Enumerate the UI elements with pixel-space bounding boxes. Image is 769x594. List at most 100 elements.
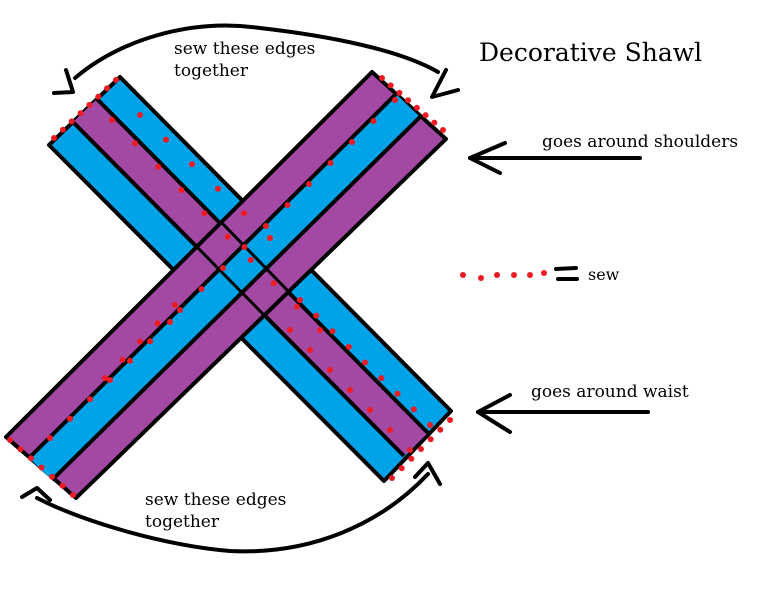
shoulders-label: goes around shoulders <box>542 132 739 152</box>
legend-sew-label: sew <box>588 265 620 284</box>
stitch-dot <box>293 303 300 310</box>
stitch-dot <box>437 426 444 433</box>
stitch-dot <box>392 97 398 103</box>
stitch-dot <box>418 446 424 452</box>
stitch-dot <box>113 77 119 83</box>
stitch-dot <box>347 387 353 393</box>
weave-overlay <box>196 221 291 318</box>
stitch-dot <box>307 347 313 353</box>
stitch-dot <box>370 118 377 124</box>
bottom-arrowhead-left <box>20 486 52 502</box>
stitch-dot <box>132 140 139 147</box>
stitch-dot <box>104 85 111 92</box>
strip-b-blue-band <box>29 94 420 480</box>
stitch-dots <box>7 75 453 498</box>
stitch-dot <box>102 375 108 381</box>
stitch-dot <box>17 446 24 453</box>
stitch-dot <box>413 104 420 111</box>
bottom-edges-note-line-2: together <box>145 512 219 532</box>
stitch-dot <box>107 377 113 383</box>
stitch-dot <box>447 417 453 423</box>
stitch-dot <box>163 136 169 143</box>
stitch-dot <box>241 210 247 217</box>
stitch-dot <box>284 202 291 208</box>
stitch-dot <box>329 328 336 335</box>
stitch-dot <box>47 435 53 441</box>
stitch-dot <box>427 422 433 428</box>
weave-line-1 <box>196 246 267 318</box>
stitch-dot <box>28 455 34 462</box>
stitch-dot <box>87 396 93 403</box>
legend-stitch-dot <box>511 272 517 278</box>
stitch-dot <box>247 257 254 263</box>
bottom-arrowhead-right <box>413 461 442 486</box>
stitch-dot <box>109 117 115 123</box>
stitch-dot <box>59 482 66 489</box>
stitch-dot <box>267 235 273 241</box>
waist-arrow <box>476 393 650 434</box>
stitch-dot <box>155 163 162 170</box>
stitch-dot <box>349 139 355 145</box>
stitch-dot <box>70 492 76 498</box>
stitch-dot <box>313 312 320 319</box>
stitch-dot <box>215 185 221 192</box>
stitch-dot <box>327 160 334 166</box>
top-arrowhead-left <box>52 68 75 95</box>
top-edges-arrow <box>52 23 460 99</box>
stitch-dot <box>77 110 84 117</box>
stitch-dot <box>154 320 161 327</box>
stitch-dot <box>147 338 153 345</box>
stitch-dot <box>241 244 248 250</box>
stitch-dot <box>127 357 133 364</box>
stitch-dot <box>38 464 45 471</box>
stitch-dot <box>201 210 208 217</box>
stitch-dot <box>224 233 231 240</box>
legend-stitch-dot <box>527 272 533 278</box>
stitch-dot <box>137 338 143 345</box>
stitch-dot <box>389 475 395 481</box>
stitch-dot <box>327 367 333 373</box>
diagram-title: Decorative Shawl <box>479 38 703 67</box>
stitch-dot <box>67 415 73 422</box>
top-edges-note-line-2: together <box>174 61 248 81</box>
legend-stitch-dot <box>541 270 547 276</box>
stitch-dot <box>297 297 303 303</box>
stitch-dot <box>378 375 385 382</box>
stitch-dot <box>407 447 413 453</box>
stitch-dot <box>177 307 183 313</box>
stitch-dot <box>137 112 143 118</box>
stitch-dot <box>220 265 226 271</box>
stitch-dot <box>270 280 277 287</box>
stitch-dot <box>379 75 385 81</box>
weave-line-2 <box>220 221 291 294</box>
stitch-dot <box>396 89 403 96</box>
stitch-dot <box>405 97 412 104</box>
stitch-dot <box>59 126 66 133</box>
stitch-dot <box>263 223 269 229</box>
shoulders-arrow <box>468 141 642 175</box>
stitch-dot <box>119 356 126 363</box>
bottom-edges-note-line-1: sew these edges <box>145 490 287 510</box>
top-arrowhead-right <box>430 68 460 99</box>
stitch-dot <box>167 319 173 325</box>
stitch-dot <box>367 407 373 413</box>
stitch-dot <box>51 135 57 141</box>
legend-stitch-dots <box>460 270 547 281</box>
stitch-dot <box>287 327 293 333</box>
legend-stitch-dot <box>478 275 484 281</box>
stitch-dot <box>387 427 393 433</box>
legend-stitch-dot <box>494 272 500 278</box>
legend-equals-symbol <box>554 266 579 281</box>
stitch-dot <box>440 127 446 133</box>
stitch-dot <box>317 327 323 333</box>
stitch-dot <box>49 473 55 480</box>
stitch-dot <box>427 436 434 443</box>
stitch-dot <box>306 181 312 187</box>
stitch-dot <box>398 465 405 472</box>
stitch-dot <box>95 93 102 100</box>
strip-sw-ne <box>4 70 448 500</box>
stitch-dot <box>387 82 394 89</box>
stitch-dot <box>362 359 368 366</box>
legend-stitch-dot <box>460 272 466 278</box>
